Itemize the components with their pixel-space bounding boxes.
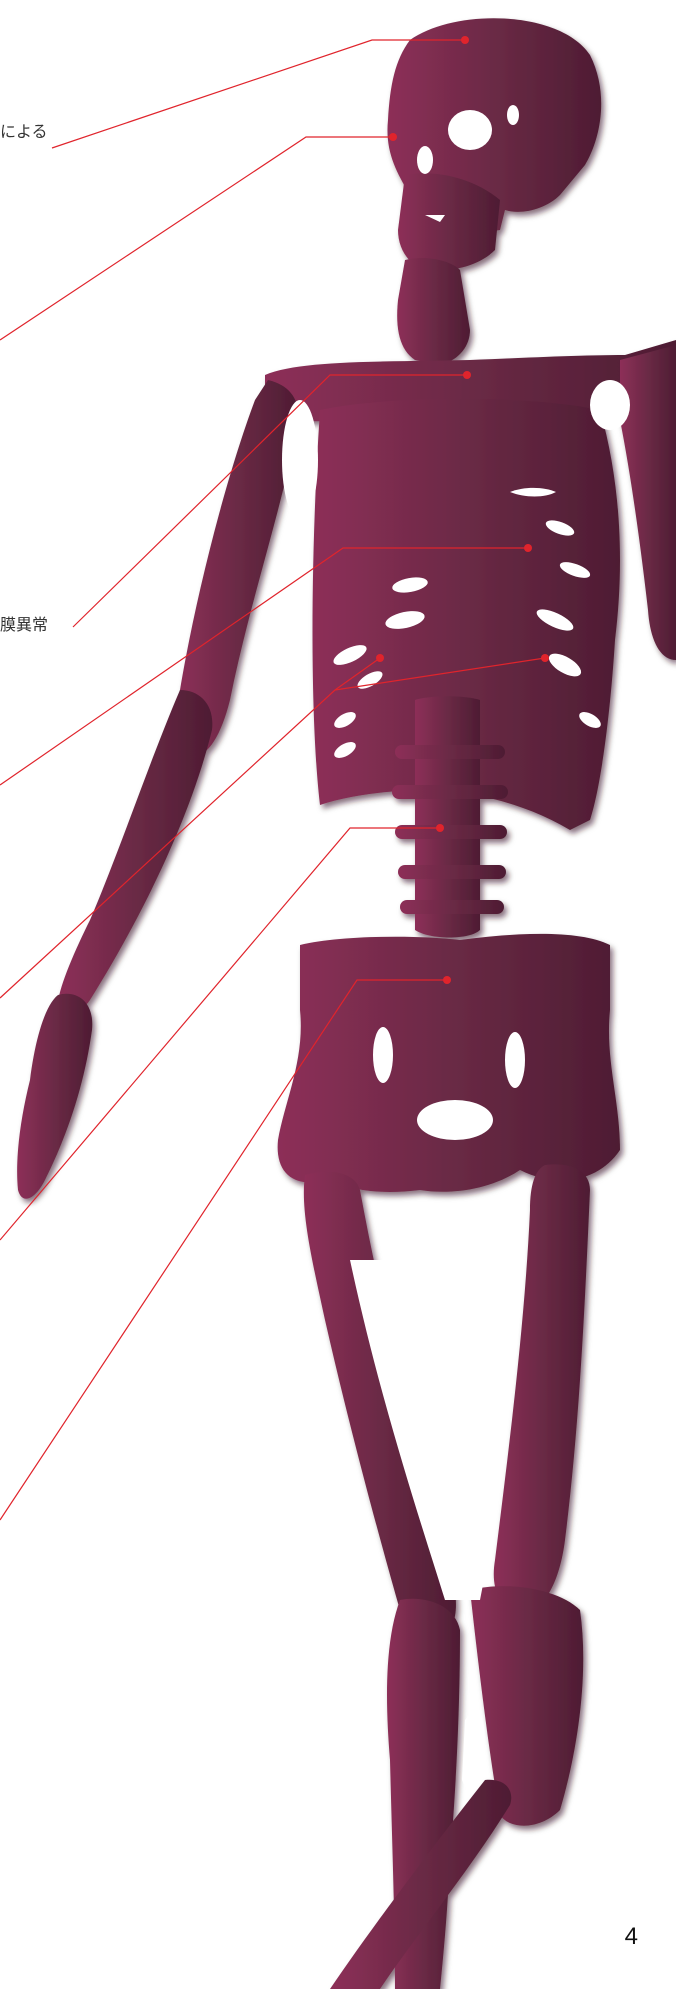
right-upper-arm: [620, 345, 676, 660]
skeleton-figure: [17, 18, 676, 1989]
callout-dot: [463, 371, 471, 379]
pelvis: [278, 934, 620, 1192]
callout-label-chest: 膜異常: [0, 617, 48, 633]
callout-dot: [436, 824, 444, 832]
neck: [397, 258, 470, 365]
left-hand: [17, 994, 92, 1199]
callout-dot: [376, 654, 384, 662]
page-number: 4: [625, 1923, 638, 1951]
left-forearm: [58, 690, 212, 1012]
callout-dot: [461, 36, 469, 44]
callout-dot: [389, 133, 397, 141]
callout-dot: [443, 976, 451, 984]
callout-label-head: による: [0, 124, 48, 140]
callout-line-eye: [0, 137, 393, 340]
callout-dot: [541, 654, 549, 662]
callout-dot: [524, 544, 532, 552]
